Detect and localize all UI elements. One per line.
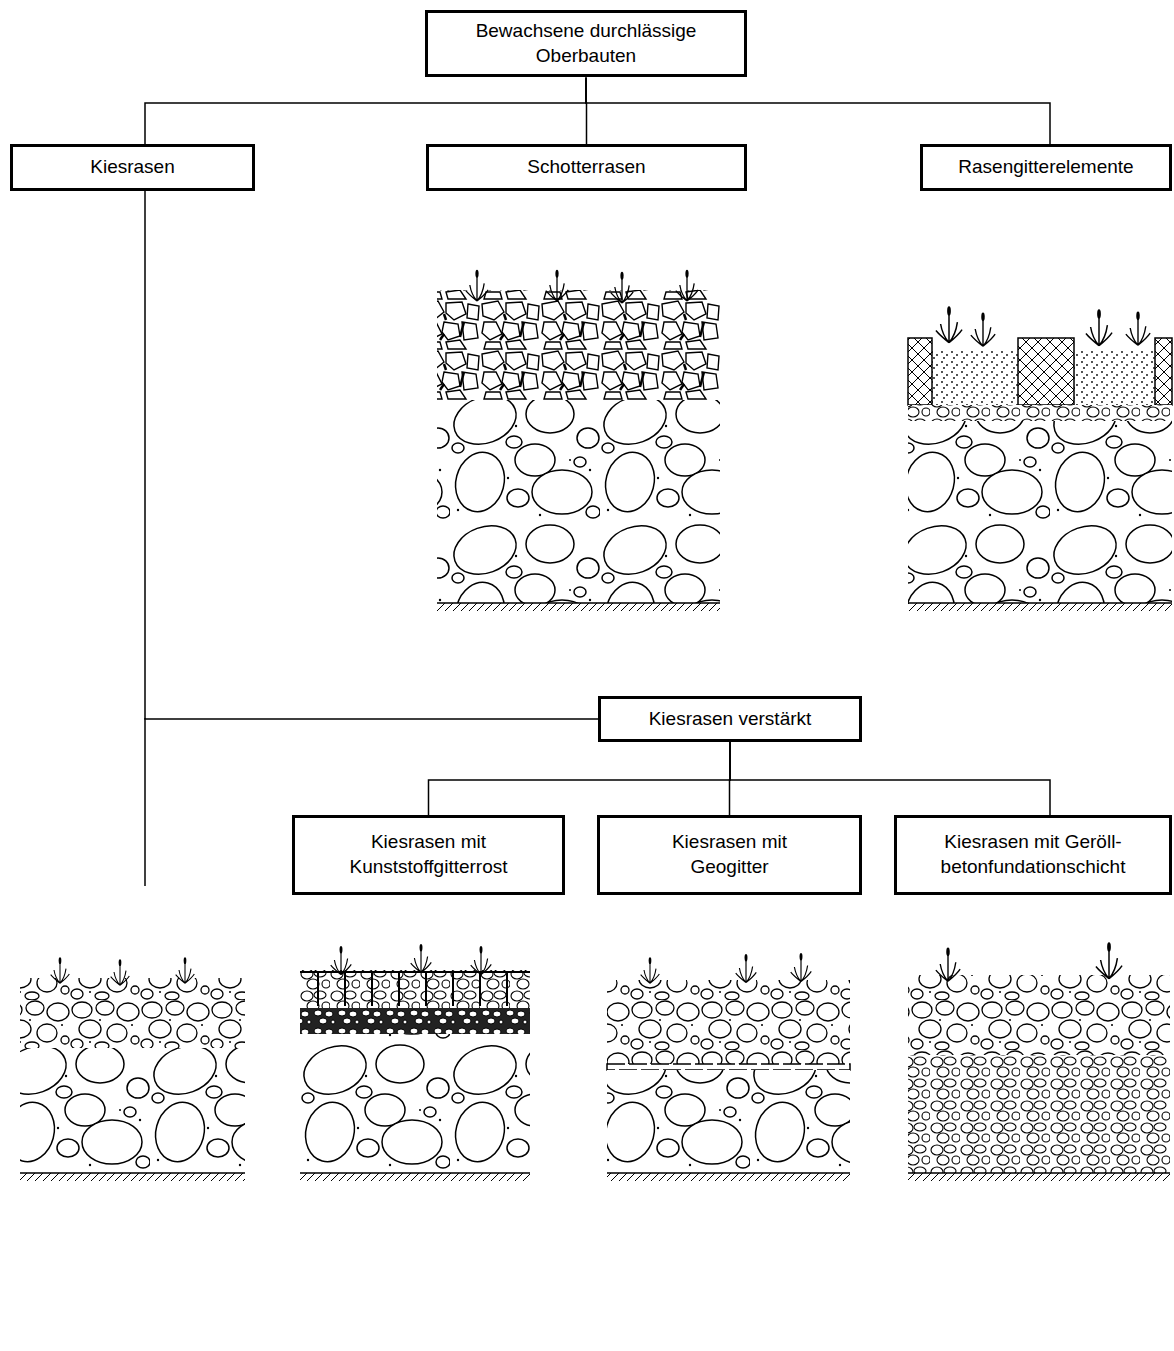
kiesrasen-section [20, 957, 245, 1181]
geroellbeton-section [908, 942, 1170, 1181]
plant [1126, 312, 1150, 346]
plant [471, 946, 492, 975]
plant [111, 959, 130, 985]
geogitter-section [607, 953, 850, 1181]
plant [736, 954, 757, 983]
boulder-layer [300, 1034, 530, 1173]
ground-line [437, 602, 720, 604]
category-box: Kiesrasen mit Geogitter [597, 815, 862, 895]
category-box: Schotterrasen [426, 144, 747, 191]
tree-connector [145, 191, 598, 719]
gravel-layer [908, 975, 1170, 1055]
tree-connector [429, 742, 731, 815]
ground-hatch [300, 1173, 530, 1181]
category-box: Rasengitterelemente [920, 144, 1172, 191]
plant [936, 948, 960, 982]
schotterrasen-section [437, 270, 720, 611]
box-label: Schotterrasen [527, 155, 645, 180]
plant [971, 313, 995, 347]
ground-line [20, 1172, 245, 1174]
plastic-grid [300, 972, 530, 1006]
plant [176, 957, 195, 983]
tree-connector [730, 742, 1050, 815]
box-label: Kiesrasen mit Geröll- betonfundationschi… [905, 830, 1161, 879]
geogrid [607, 1064, 850, 1070]
category-box: Kiesrasen [10, 144, 255, 191]
gravel-layer [607, 980, 850, 1064]
box-label: Kiesrasen mit Geogitter [655, 830, 805, 879]
plant [1086, 309, 1112, 345]
grid-element [1018, 338, 1074, 405]
box-label: Rasengitterelemente [958, 155, 1133, 180]
plant [676, 270, 698, 301]
tree-connector [145, 77, 586, 144]
ground-hatch [20, 1173, 245, 1181]
plant [791, 953, 812, 982]
plant [641, 957, 660, 983]
box-label: Kiesrasen verstärkt [649, 707, 812, 732]
boulder-layer [20, 1048, 245, 1173]
category-box: Kiesrasen mit Geröll- betonfundationschi… [894, 815, 1172, 895]
box-label: Bewachsene durchlässige Oberbauten [436, 19, 736, 68]
box-label: Kiesrasen mit Kunststoffgitterrost [304, 830, 554, 879]
concrete-gravel-layer [908, 1055, 1170, 1173]
ground-hatch [607, 1173, 850, 1181]
ground-hatch [908, 603, 1172, 611]
plant [466, 270, 488, 301]
plant [51, 957, 70, 983]
crushed-stone-layer [437, 290, 720, 400]
plant [611, 272, 633, 303]
category-box: Kiesrasen mit Kunststoffgitterrost [292, 815, 565, 895]
ground-hatch [908, 1173, 1170, 1181]
ground-line [908, 1172, 1170, 1174]
ground-hatch [437, 603, 720, 611]
ground-line [908, 602, 1172, 604]
gravel-layer [20, 978, 245, 1048]
ground-line [607, 1172, 850, 1174]
fine-gravel-layer [908, 405, 1172, 421]
grid-element [908, 338, 932, 405]
plant [546, 270, 568, 301]
boulder-layer [437, 400, 720, 603]
box-label: Kiesrasen [90, 155, 175, 180]
rasengitter-section [908, 306, 1172, 611]
plant [936, 306, 962, 342]
plant [331, 946, 352, 975]
tree-connector [586, 77, 1050, 144]
plant [1096, 942, 1122, 978]
boulder-layer [908, 421, 1172, 603]
category-box: Bewachsene durchlässige Oberbauten [425, 10, 747, 77]
grid-element [1155, 338, 1172, 405]
ground-line [300, 1172, 530, 1174]
gravel-layer [300, 970, 530, 1008]
category-box: Kiesrasen verstärkt [598, 696, 862, 742]
dark-gravel-layer [300, 1008, 530, 1034]
plant [411, 944, 432, 973]
kunststoffgitterrost-section [300, 944, 530, 1181]
boulder-layer [607, 1070, 850, 1173]
branch-line [144, 718, 146, 886]
